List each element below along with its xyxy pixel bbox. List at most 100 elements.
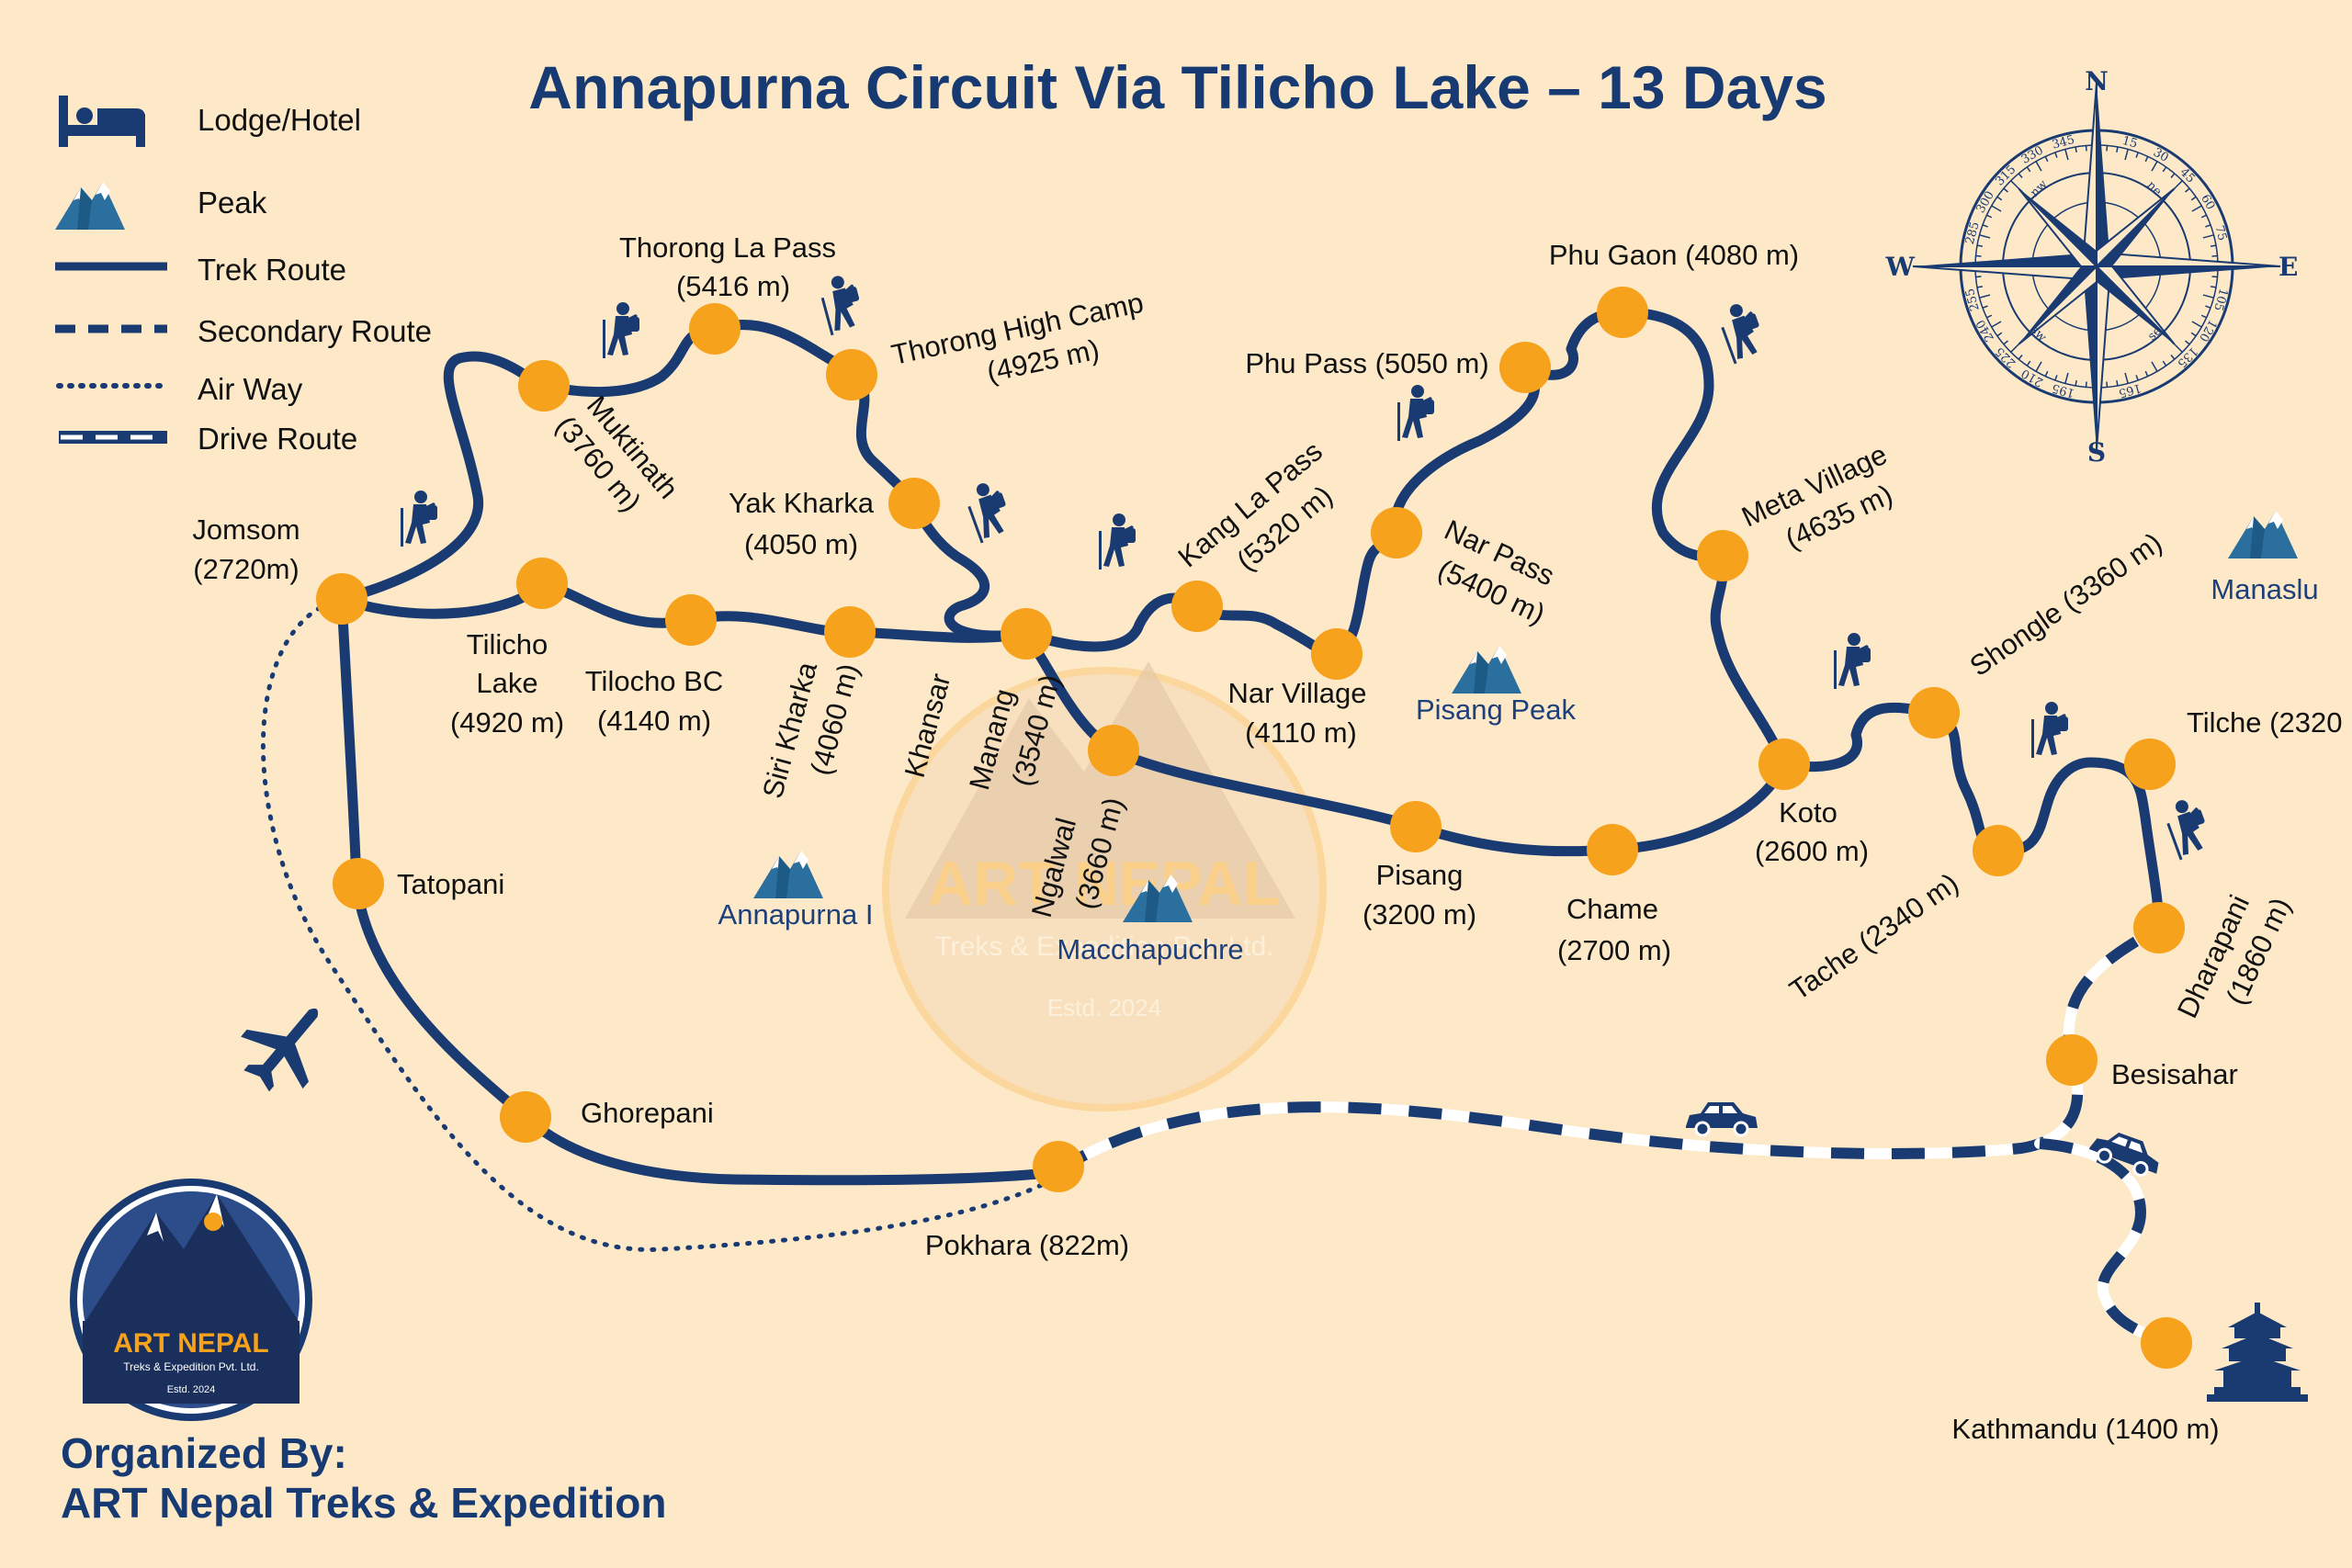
compass-degree-label: 285: [1963, 220, 1983, 246]
compass-tick: [1982, 224, 1988, 228]
compass-tick: [2054, 375, 2058, 381]
compass-tick: [2075, 146, 2077, 153]
label-pisang: Pisang: [1376, 859, 1464, 891]
label-shongle: Shongle (3360 m): [1964, 526, 2168, 682]
compass-tick: [2124, 149, 2129, 161]
compass-tick: [2162, 360, 2167, 367]
compass-tick: [2026, 166, 2031, 173]
label-nar-village: Nar Village: [1227, 677, 1366, 709]
compass-tick: [2135, 152, 2139, 158]
compass-tick: [2044, 370, 2049, 377]
organizer-line-2: ART Nepal Treks & Expedition: [61, 1479, 666, 1527]
compass-ne: ne: [2143, 179, 2164, 199]
compass-tick: [2202, 234, 2214, 239]
stop-tilicho-lake: [516, 558, 568, 609]
stop-ngalwal: [1088, 725, 1139, 776]
compass-degree-label: 165: [2117, 380, 2143, 400]
watermark-sub: Treks & Expedition Pvt. Ltd.: [934, 931, 1273, 962]
peak-icon: [1452, 646, 1521, 694]
compass-tick: [1976, 286, 1984, 288]
compass-s: S: [2087, 437, 2106, 468]
label-phu-pass: Phu Pass (5050 m): [1245, 347, 1488, 379]
compass-tick: [1976, 244, 1984, 247]
company-logo: ART NEPAL Treks & Expedition Pvt. Ltd. E…: [70, 1179, 312, 1421]
compass-tick: [2064, 149, 2069, 161]
compass-tick: [1979, 234, 1991, 239]
compass-degree-label: 75: [2211, 224, 2229, 243]
stop-yak-kharka: [888, 478, 940, 529]
compass-degree-label: 15: [2120, 134, 2139, 152]
label-koto: Koto: [1779, 796, 1838, 829]
compass-tick: [2151, 361, 2158, 372]
label-chame: Chame: [1566, 893, 1658, 925]
peak-icon: [753, 851, 823, 898]
label-ghorepani: Ghorepani: [581, 1097, 714, 1129]
label-kathmandu: Kathmandu (1400 m): [1951, 1413, 2219, 1445]
stop-muktinath: [518, 360, 570, 412]
stop-besisahar: [2046, 1034, 2098, 1086]
hiker-icon: [1397, 385, 1434, 441]
peak-label-annapurna: Annapurna I: [718, 898, 874, 931]
logo-sub: Treks & Expedition Pvt. Ltd.: [123, 1360, 259, 1373]
compass-tick: [1991, 321, 2002, 328]
compass-tick: [1975, 254, 1982, 257]
compass-tick: [2135, 375, 2139, 381]
compass-tick: [2035, 161, 2042, 172]
compass-tick: [2191, 321, 2202, 328]
logo-name: ART NEPAL: [113, 1328, 268, 1359]
compass-degree-label: 255: [1963, 287, 1983, 312]
label-thorong-la: Thorong La Pass: [619, 231, 836, 264]
label-yak-kharka: Yak Kharka: [729, 487, 875, 519]
stop-phu-pass: [1499, 342, 1551, 393]
stop-chame: [1587, 824, 1638, 875]
compass-tick: [2116, 146, 2119, 153]
label-thorong-la-alt: (5416 m): [676, 270, 790, 302]
compass-tick: [1996, 196, 2003, 201]
peak-label-macchapuchre: Macchapuchre: [1057, 933, 1243, 965]
compass-tick: [2054, 152, 2058, 158]
hiker-icon: [603, 302, 639, 358]
label-tache: Tache (2340 m): [1783, 866, 1964, 1006]
compass-tick: [2205, 224, 2211, 228]
compass-tick: [2170, 173, 2176, 178]
car-icon: [1684, 1100, 1759, 1137]
compass-tick: [2010, 344, 2019, 353]
compass-tick: [2174, 344, 2183, 353]
stop-siri-kharka: [824, 606, 876, 658]
compass-tick: [2003, 187, 2008, 193]
label-tilicho-lake: Tilicho: [467, 628, 548, 660]
hiker-icon: [1834, 633, 1871, 689]
stop-nar-village: [1311, 628, 1363, 680]
label-jomsom-alt: (2720m): [193, 553, 299, 585]
compass-tick: [1991, 205, 2002, 212]
hiker-icon: [2160, 795, 2215, 861]
compass-degree-label: 60: [2198, 192, 2217, 212]
compass-tick: [2211, 276, 2218, 278]
organizer-line-1: Organized By:: [61, 1429, 347, 1477]
legend-secondary-label: Secondary Route: [198, 314, 432, 348]
stop-meta-village: [1697, 530, 1748, 581]
compass-tick: [2064, 372, 2069, 384]
label-yak-kharka-alt: (4050 m): [744, 528, 858, 560]
stop-pisang: [1390, 801, 1442, 852]
compass-tick: [2075, 379, 2077, 387]
label-besisahar: Besisahar: [2111, 1058, 2238, 1090]
label-pisang-alt: (3200 m): [1363, 898, 1476, 931]
legend-peak-label: Peak: [198, 186, 267, 220]
label-nar-village-alt: (4110 m): [1245, 716, 1357, 749]
compass-tick: [2018, 173, 2023, 178]
stop-manang: [1001, 608, 1052, 660]
compass-tick: [2106, 381, 2109, 388]
stop-koto: [1758, 739, 1810, 790]
label-pokhara: Pokhara (822m): [925, 1229, 1129, 1261]
label-siri-kharka: Siri Kharka: [756, 658, 823, 801]
compass-tick: [2200, 314, 2207, 319]
compass-tick: [2190, 196, 2197, 201]
compass-tick: [2211, 254, 2218, 257]
label-tilicho-lake-alt: (4920 m): [450, 706, 564, 739]
peak-label-pisang-peak: Pisang Peak: [1416, 694, 1577, 726]
compass-tick: [2144, 156, 2149, 163]
stop-thorong-high-camp: [826, 349, 877, 400]
compass-degree-label: 105: [2211, 287, 2230, 312]
